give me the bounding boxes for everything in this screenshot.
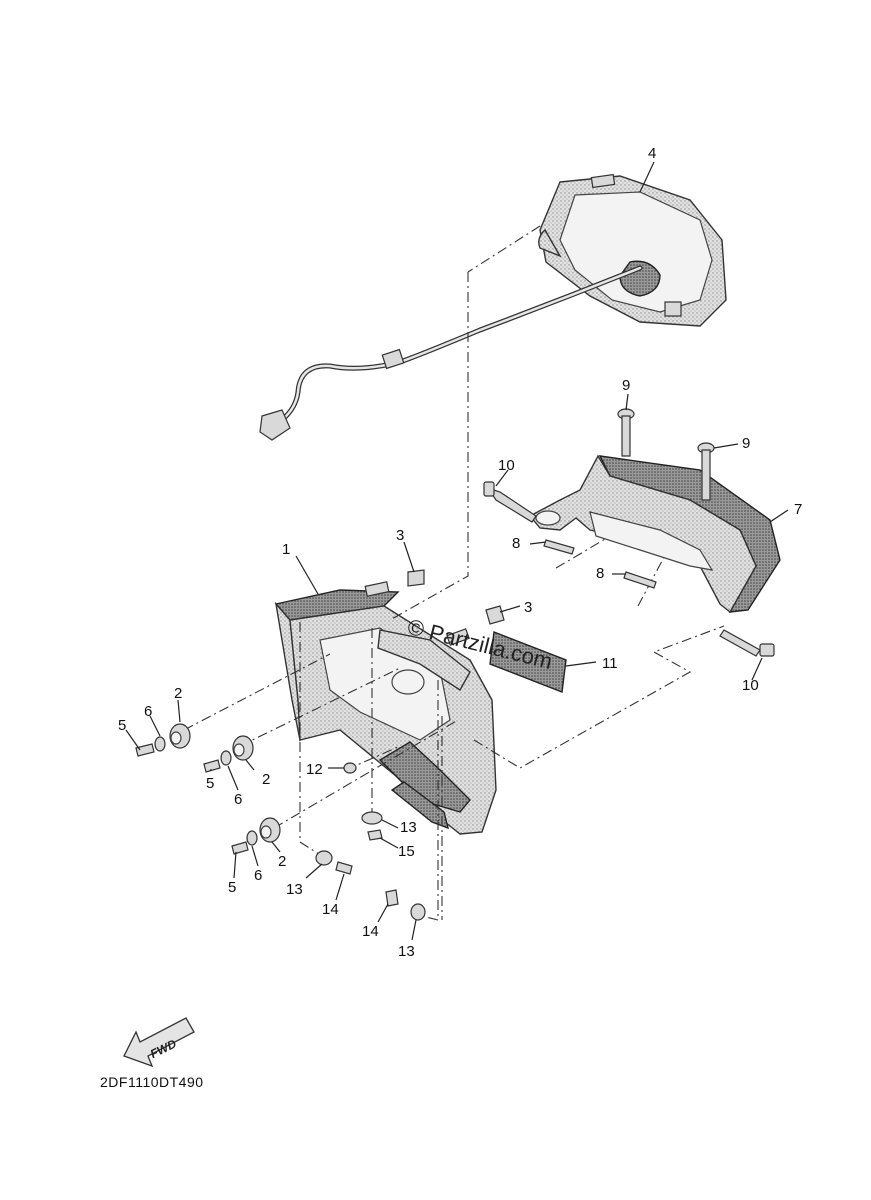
callout-14-b: 14 <box>362 923 379 940</box>
callout-2-a: 2 <box>174 685 182 702</box>
assembly-lines <box>183 225 725 921</box>
callout-13-b: 13 <box>286 881 303 898</box>
grommet-2-c <box>259 817 281 843</box>
callout-10-b: 10 <box>742 677 759 694</box>
callout-9-a: 9 <box>622 377 630 394</box>
bolt-5-c <box>231 841 249 855</box>
callout-13-c: 13 <box>398 943 415 960</box>
callout-12: 12 <box>306 761 323 778</box>
collar-13-a <box>361 811 383 825</box>
callout-8-a: 8 <box>512 535 520 552</box>
bolt-9-a <box>617 408 635 457</box>
meter-assembly-part <box>538 173 727 327</box>
callout-6-b: 6 <box>234 791 242 808</box>
callout-5-b: 5 <box>206 775 214 792</box>
callout-14-a: 14 <box>322 901 339 918</box>
forward-direction-arrow-icon: FWD <box>123 1017 195 1068</box>
callout-3-b: 3 <box>524 599 532 616</box>
callout-7: 7 <box>794 501 802 518</box>
screw-14-a <box>335 861 353 875</box>
nut-3-a <box>407 569 425 587</box>
callout-5-c: 5 <box>228 879 236 896</box>
callout-1: 1 <box>282 541 290 558</box>
washer-6-b <box>220 750 232 766</box>
callout-5-a: 5 <box>118 717 126 734</box>
callout-6-c: 6 <box>254 867 262 884</box>
callout-2-b: 2 <box>262 771 270 788</box>
callout-labels: 1 2 2 2 3 3 4 5 5 5 6 6 6 7 8 8 9 9 10 1… <box>118 145 802 960</box>
damper-8-a <box>543 539 575 555</box>
callout-15: 15 <box>398 843 415 860</box>
leader-lines <box>125 161 789 941</box>
nut-12 <box>343 762 357 774</box>
headlight-stay-part <box>274 581 497 835</box>
wire-harness <box>259 265 643 441</box>
diagram-code: 2DF1110DT490 <box>100 1074 204 1090</box>
callout-6-a: 6 <box>144 703 152 720</box>
callout-10-a: 10 <box>498 457 515 474</box>
callout-13-a: 13 <box>400 819 417 836</box>
bolt-9-b <box>697 442 715 501</box>
grommet-2-b <box>232 735 254 761</box>
nut-3-b <box>485 605 505 625</box>
clip-15 <box>367 829 383 841</box>
collar-13-c <box>410 903 426 921</box>
callout-11: 11 <box>602 655 618 672</box>
callout-3-a: 3 <box>396 527 404 544</box>
pad-11-part <box>489 631 567 693</box>
callout-2-c: 2 <box>278 853 286 870</box>
grommet-2-a <box>169 723 191 749</box>
bolt-10-b <box>719 629 775 657</box>
damper-8-b <box>623 571 657 589</box>
callout-4: 4 <box>648 145 656 162</box>
bolt-5-a <box>135 743 155 757</box>
collar-13-b <box>315 850 333 866</box>
washer-6-c <box>246 830 258 846</box>
bolt-10-a <box>483 481 537 523</box>
callout-9-b: 9 <box>742 435 750 452</box>
callout-8-b: 8 <box>596 565 604 582</box>
screw-14-b <box>385 889 399 907</box>
washer-6-a <box>154 736 166 752</box>
cowling-stay-part <box>528 454 781 614</box>
bolt-5-b <box>203 759 221 773</box>
